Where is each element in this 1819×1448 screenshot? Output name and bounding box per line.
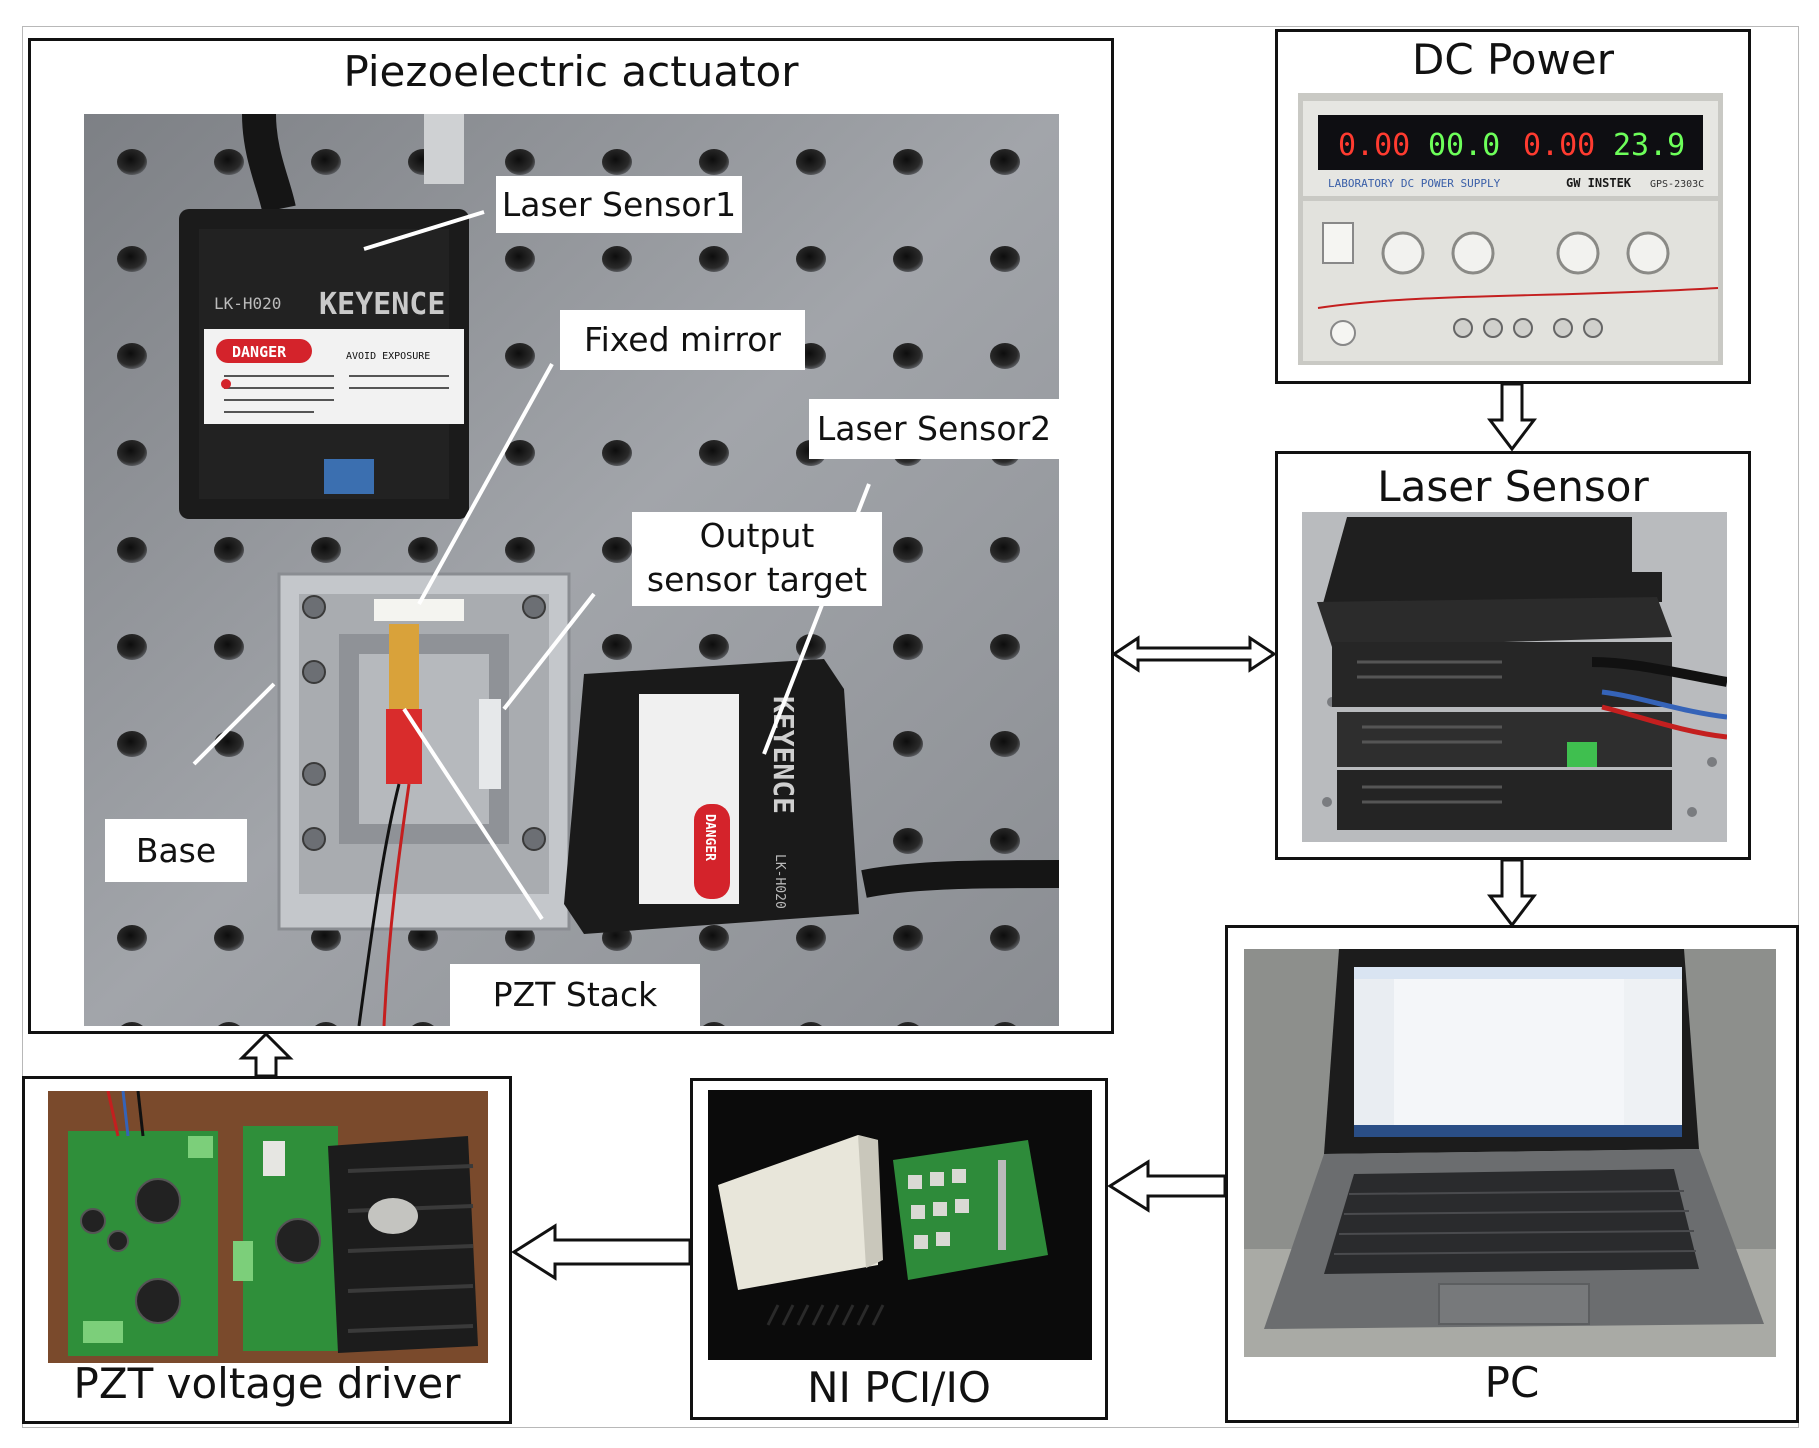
laser-sensor-title: Laser Sensor bbox=[1377, 462, 1649, 511]
dc-power-drawing: 0.00 00.0 0.00 23.9 LABORATORY DC POWER … bbox=[1298, 93, 1723, 365]
actuator-title: Piezoelectric actuator bbox=[343, 47, 799, 96]
ni-pci-drawing bbox=[708, 1090, 1092, 1360]
pc-title: PC bbox=[1484, 1358, 1540, 1407]
psu-caption: LABORATORY DC POWER SUPPLY bbox=[1328, 177, 1501, 190]
pzt-driver-drawing bbox=[48, 1091, 488, 1363]
callout-output-line2: sensor target bbox=[646, 560, 868, 599]
actuator-photo: LK-H020 KEYENCE DANGER AVOID EXPOSURE bbox=[84, 114, 1059, 1026]
outer-frame bbox=[22, 26, 1799, 1428]
callout-output-line1: Output bbox=[699, 516, 815, 555]
sensor1-cable bbox=[242, 114, 296, 213]
ni-pci-photo bbox=[708, 1090, 1092, 1360]
laser-sensor-panel: Laser Sensor bbox=[1275, 451, 1751, 860]
fixed-mirror-part bbox=[374, 599, 464, 621]
readout-2: 00.0 bbox=[1428, 128, 1500, 163]
actuator-panel: Piezoelectric actuator bbox=[28, 38, 1114, 1034]
bracket bbox=[424, 114, 464, 184]
callout-output-sensor-target: Output sensor target bbox=[632, 512, 882, 606]
laser-sensor-photo bbox=[1302, 512, 1727, 842]
readout-4: 23.9 bbox=[1613, 128, 1685, 163]
sensor1-danger-label: DANGER bbox=[232, 343, 287, 361]
sensor1-avoid-label: AVOID EXPOSURE bbox=[346, 351, 430, 362]
sensor2-model-label: LK-H020 bbox=[772, 854, 787, 909]
pzt-driver-photo bbox=[48, 1091, 488, 1363]
pc-photo bbox=[1244, 949, 1776, 1357]
dc-power-title: DC Power bbox=[1411, 35, 1614, 84]
pc-drawing bbox=[1244, 949, 1776, 1357]
laser-sensor1-body: LK-H020 KEYENCE DANGER AVOID EXPOSURE bbox=[179, 209, 469, 519]
pzt-stack-top bbox=[389, 624, 419, 709]
pzt-stack-bottom bbox=[386, 709, 422, 784]
ni-pci-panel: NI PCI/IO bbox=[690, 1078, 1108, 1420]
callout-base: Base bbox=[105, 819, 247, 882]
readout-3: 0.00 bbox=[1523, 128, 1595, 163]
pzt-driver-title: PZT voltage driver bbox=[73, 1359, 461, 1408]
laser-sensor2-body: KEYENCE DANGER LK-H020 bbox=[564, 659, 1059, 934]
sensor2-brand-label: KEYENCE bbox=[767, 696, 800, 814]
ni-pci-title: NI PCI/IO bbox=[807, 1363, 991, 1412]
psu-brand: GW INSTEK bbox=[1566, 176, 1632, 190]
laser-sensor-drawing bbox=[1302, 512, 1727, 842]
fixture-base bbox=[277, 572, 571, 1026]
callout-laser-sensor2: Laser Sensor2 bbox=[809, 399, 1059, 459]
sensor1-model-label: LK-H020 bbox=[214, 294, 281, 313]
sensor1-brand-label: KEYENCE bbox=[319, 287, 445, 322]
psu-model: GPS-2303C bbox=[1650, 179, 1704, 190]
callout-laser-sensor1: Laser Sensor1 bbox=[496, 176, 742, 233]
sensor2-danger-label: DANGER bbox=[702, 814, 717, 861]
dc-power-photo: 0.00 00.0 0.00 23.9 LABORATORY DC POWER … bbox=[1298, 93, 1723, 365]
actuator-photo-drawing: LK-H020 KEYENCE DANGER AVOID EXPOSURE bbox=[84, 114, 1059, 1026]
dc-power-panel: DC Power 0.00 00.0 0.00 23.9 LABORATORY … bbox=[1275, 29, 1751, 384]
output-target-part bbox=[479, 699, 501, 789]
pc-panel: PC bbox=[1225, 925, 1799, 1423]
pzt-driver-panel: PZT voltage driver bbox=[22, 1076, 512, 1424]
callout-pzt-stack: PZT Stack bbox=[450, 964, 700, 1026]
readout-1: 0.00 bbox=[1338, 128, 1410, 163]
callout-fixed-mirror: Fixed mirror bbox=[560, 310, 805, 370]
